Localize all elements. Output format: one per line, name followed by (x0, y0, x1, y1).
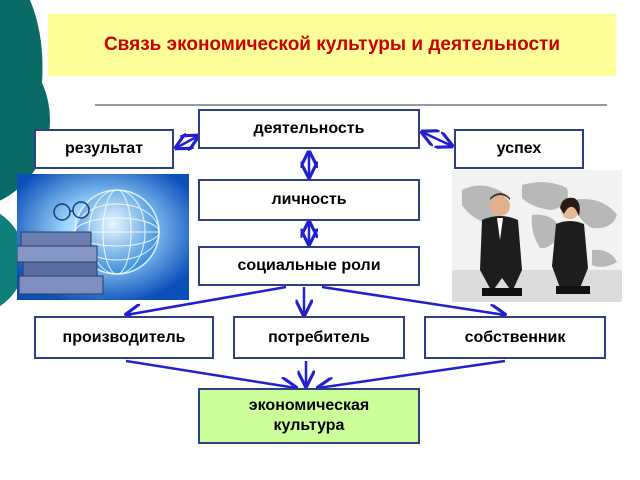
node-activity: деятельность (198, 109, 420, 149)
node-social-roles: социальные роли (198, 246, 420, 286)
node-economic-culture: экономическая культура (198, 388, 420, 444)
node-producer: производитель (34, 316, 214, 359)
node-success: успех (454, 129, 584, 169)
arrow-roles-producer (126, 285, 287, 315)
arrow-producer-culture (125, 359, 296, 388)
arrow-owner-culture (318, 359, 506, 388)
arrow-activity-success (422, 132, 452, 146)
node-owner: собственник (424, 316, 606, 359)
books-globe-photo (17, 174, 189, 300)
node-personality: личность (198, 179, 420, 221)
node-result: результат (34, 129, 174, 169)
slide-title: Связь экономической культуры и деятельно… (48, 14, 616, 76)
arrow-roles-owner (321, 285, 505, 315)
arrow-activity-result (176, 136, 198, 148)
business-people-photo (452, 170, 622, 302)
divider-line (95, 104, 607, 106)
node-consumer: потребитель (233, 316, 405, 359)
